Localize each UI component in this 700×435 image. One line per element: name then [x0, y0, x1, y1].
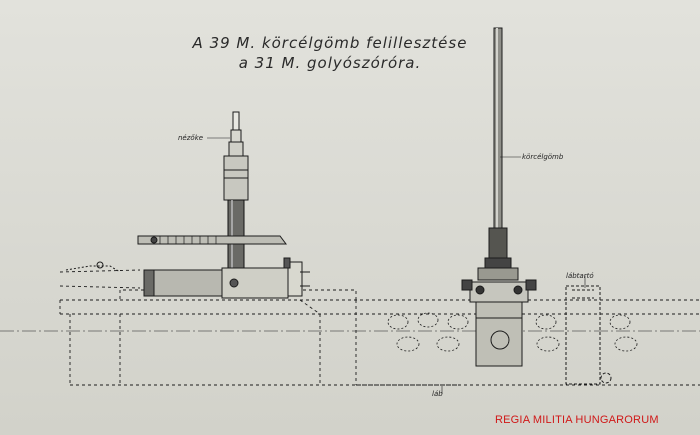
label-rear-sight: nézőke	[178, 134, 204, 142]
label-bipod-holder: lábtartó	[566, 272, 594, 280]
label-ring-front-sight: körcélgömb	[522, 153, 564, 161]
rear-sight-assembly	[65, 111, 310, 299]
leader-lines	[207, 137, 586, 394]
bipod-holder	[565, 285, 612, 385]
label-bipod: láb	[432, 390, 443, 398]
drawing-title-line-1: A 39 M. körcélgömb felillesztése	[192, 34, 468, 52]
gun-barrel-outline	[59, 269, 700, 386]
barrel-cooling-holes	[387, 312, 638, 352]
front-sight-assembly	[461, 27, 537, 367]
drawing-title-line-2: a 31 M. golyószóróra.	[238, 54, 422, 72]
watermark-text: REGIA MILITIA HUNGARORUM	[495, 414, 659, 426]
